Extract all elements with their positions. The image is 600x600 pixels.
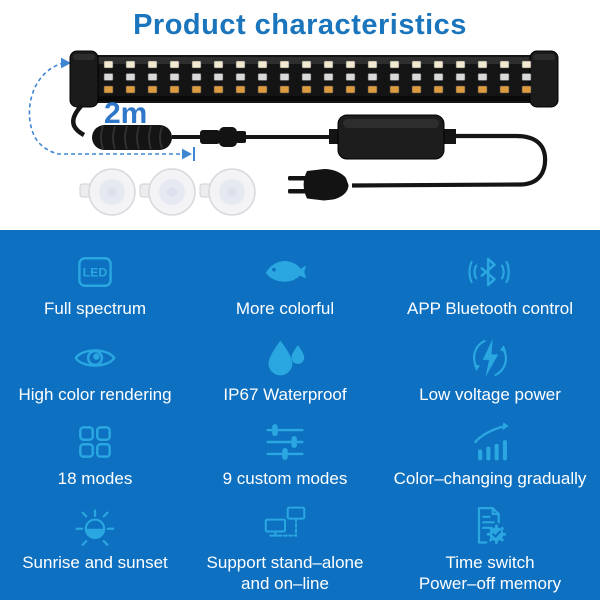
feature-color-changing: Color–changing gradually <box>380 420 600 504</box>
feature-time-switch-memory: Time switch Power–off memory <box>380 504 600 600</box>
page-title: Product characteristics <box>133 9 467 41</box>
suction-cups <box>79 168 256 216</box>
feature-label: Support stand–alone and on–line <box>206 553 364 593</box>
feature-label: APP Bluetooth control <box>406 299 573 318</box>
feature-18-modes: 18 modes <box>0 420 190 504</box>
document-gear-icon <box>468 504 512 548</box>
inline-connector <box>200 127 246 147</box>
bar-chart-arrow-icon <box>468 420 512 464</box>
led-chips <box>103 60 532 94</box>
power-adapter <box>329 114 456 160</box>
power-plug <box>288 169 349 201</box>
feature-label: 9 custom modes <box>222 469 348 488</box>
feature-label: 18 modes <box>57 469 133 488</box>
lightning-circle-icon <box>468 336 512 380</box>
led-light-bar <box>69 50 559 108</box>
monitors-network-icon <box>263 504 307 548</box>
power-cord <box>71 103 86 137</box>
feature-label: Color–changing gradually <box>393 469 587 488</box>
feature-label: Full spectrum <box>43 299 147 318</box>
cable-length-label: 2m <box>104 97 147 130</box>
feature-standalone-online: Support stand–alone and on–line <box>190 504 380 600</box>
suction-cup <box>139 168 196 216</box>
bluetooth-icon <box>468 250 512 294</box>
feature-label: IP67 Waterproof <box>223 385 347 404</box>
feature-app-bluetooth: APP Bluetooth control <box>380 250 600 336</box>
svg-text:LED: LED <box>83 266 108 280</box>
fish-icon <box>263 250 307 294</box>
cable-coil <box>92 125 200 150</box>
led-icon: LED <box>73 250 117 294</box>
suction-cup <box>199 168 256 216</box>
water-drop-icon <box>263 336 307 380</box>
sliders-icon <box>263 420 307 464</box>
eye-icon <box>73 336 117 380</box>
product-illustration: 2m <box>28 50 559 216</box>
sun-icon <box>73 504 117 548</box>
grid-modes-icon <box>73 420 117 464</box>
feature-9-custom-modes: 9 custom modes <box>190 420 380 504</box>
feature-low-voltage: Low voltage power <box>380 336 600 420</box>
feature-high-color-rendering: High color rendering <box>0 336 190 420</box>
feature-full-spectrum: LED Full spectrum <box>0 250 190 336</box>
suction-cup <box>79 168 136 216</box>
feature-label: Low voltage power <box>419 385 561 404</box>
feature-label: Time switch Power–off memory <box>418 553 562 593</box>
feature-label: Sunrise and sunset <box>22 553 168 572</box>
feature-more-colorful: More colorful <box>190 250 380 336</box>
feature-label: More colorful <box>235 299 335 318</box>
features-panel: LED Full spectrum More colorful <box>0 230 600 600</box>
feature-label: High color rendering <box>18 385 172 404</box>
product-image: 2m <box>0 45 600 230</box>
feature-ip67-waterproof: IP67 Waterproof <box>190 336 380 420</box>
feature-sunrise-sunset: Sunrise and sunset <box>0 504 190 600</box>
mains-cable <box>351 133 548 188</box>
cable-length-arrow <box>28 57 195 161</box>
